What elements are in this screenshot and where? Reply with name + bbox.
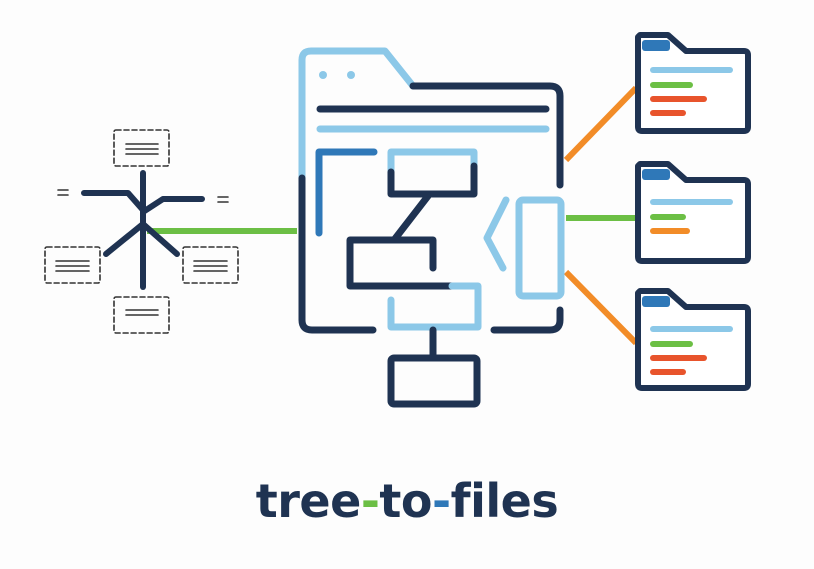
wordmark-part-to: to [379,474,433,528]
wordmark-part-tree: tree [255,474,362,528]
wordmark-dash-green: - [360,474,380,528]
tree-structure-icon [44,129,239,334]
wordmark-dash-blue: - [432,474,451,528]
connector-lines [147,85,639,346]
file-folder-icon-bottom [635,288,751,391]
logo-wordmark: tree-to-files [0,474,814,528]
folder-with-flowchart-icon [298,47,565,408]
file-folder-icon-top [635,32,751,134]
wordmark-part-files: files [450,474,559,528]
file-folder-icon-middle [635,161,751,264]
